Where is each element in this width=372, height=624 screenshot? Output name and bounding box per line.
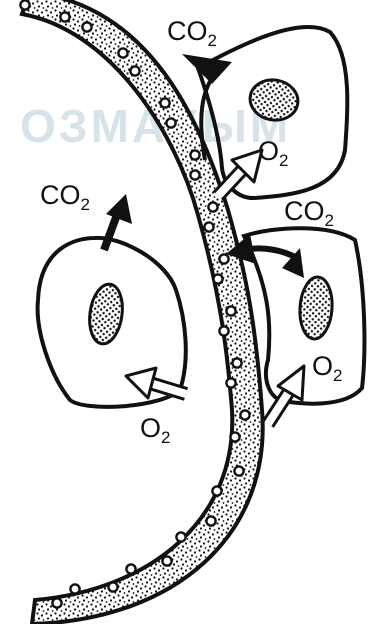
blood-cell (176, 532, 185, 541)
co2-label-left: CO2 (40, 180, 90, 214)
o2-label-left: O2 (140, 413, 170, 447)
blood-cell (130, 66, 139, 75)
blood-cell (219, 326, 228, 335)
blood-cell (160, 98, 169, 107)
blood-cell (166, 118, 175, 127)
blood-cell (212, 486, 221, 495)
blood-cell (162, 556, 171, 565)
o2-label-main: O (312, 351, 333, 381)
co2-label-sub: 2 (325, 211, 334, 230)
blood-cell (208, 202, 217, 211)
o2-label-right: O2 (312, 351, 342, 385)
blood-cell (82, 22, 91, 31)
co2-label-main: CO (40, 180, 81, 210)
blood-cell (126, 564, 135, 573)
blood-cell (60, 12, 69, 21)
blood-cell (219, 254, 228, 263)
blood-cell (232, 358, 241, 367)
o2-label-main: O (140, 413, 161, 443)
cell-nucleus (298, 276, 334, 340)
blood-cell (70, 584, 79, 593)
o2-label-sub: 2 (333, 366, 342, 385)
blood-cell (226, 306, 235, 315)
o2-label-main: O (258, 136, 279, 166)
o2-label-sub: 2 (161, 428, 170, 447)
co2-label-main: CO (167, 16, 208, 46)
o2-arrow-left (126, 368, 186, 398)
o2-label-sub: 2 (279, 151, 288, 170)
co2-label-sub: 2 (81, 195, 90, 214)
blood-cell (226, 378, 235, 387)
co2-label-sub: 2 (208, 31, 217, 50)
capillary (20, 0, 262, 624)
co2-label-right: CO2 (284, 196, 334, 230)
blood-cell (206, 516, 215, 525)
blood-cell (204, 222, 213, 231)
blood-cell (190, 150, 199, 159)
blood-cell (234, 466, 243, 475)
blood-cell (20, 0, 29, 9)
co2-label-top: CO2 (167, 16, 217, 50)
blood-cell (213, 274, 222, 283)
co2-label-main: CO (284, 196, 325, 226)
cell-nucleus (86, 282, 126, 346)
blood-cell (230, 432, 239, 441)
blood-cell (52, 598, 61, 607)
blood-cell (190, 170, 199, 179)
blood-cell (240, 410, 249, 419)
blood-cell (108, 582, 117, 591)
blood-cell (118, 48, 127, 57)
